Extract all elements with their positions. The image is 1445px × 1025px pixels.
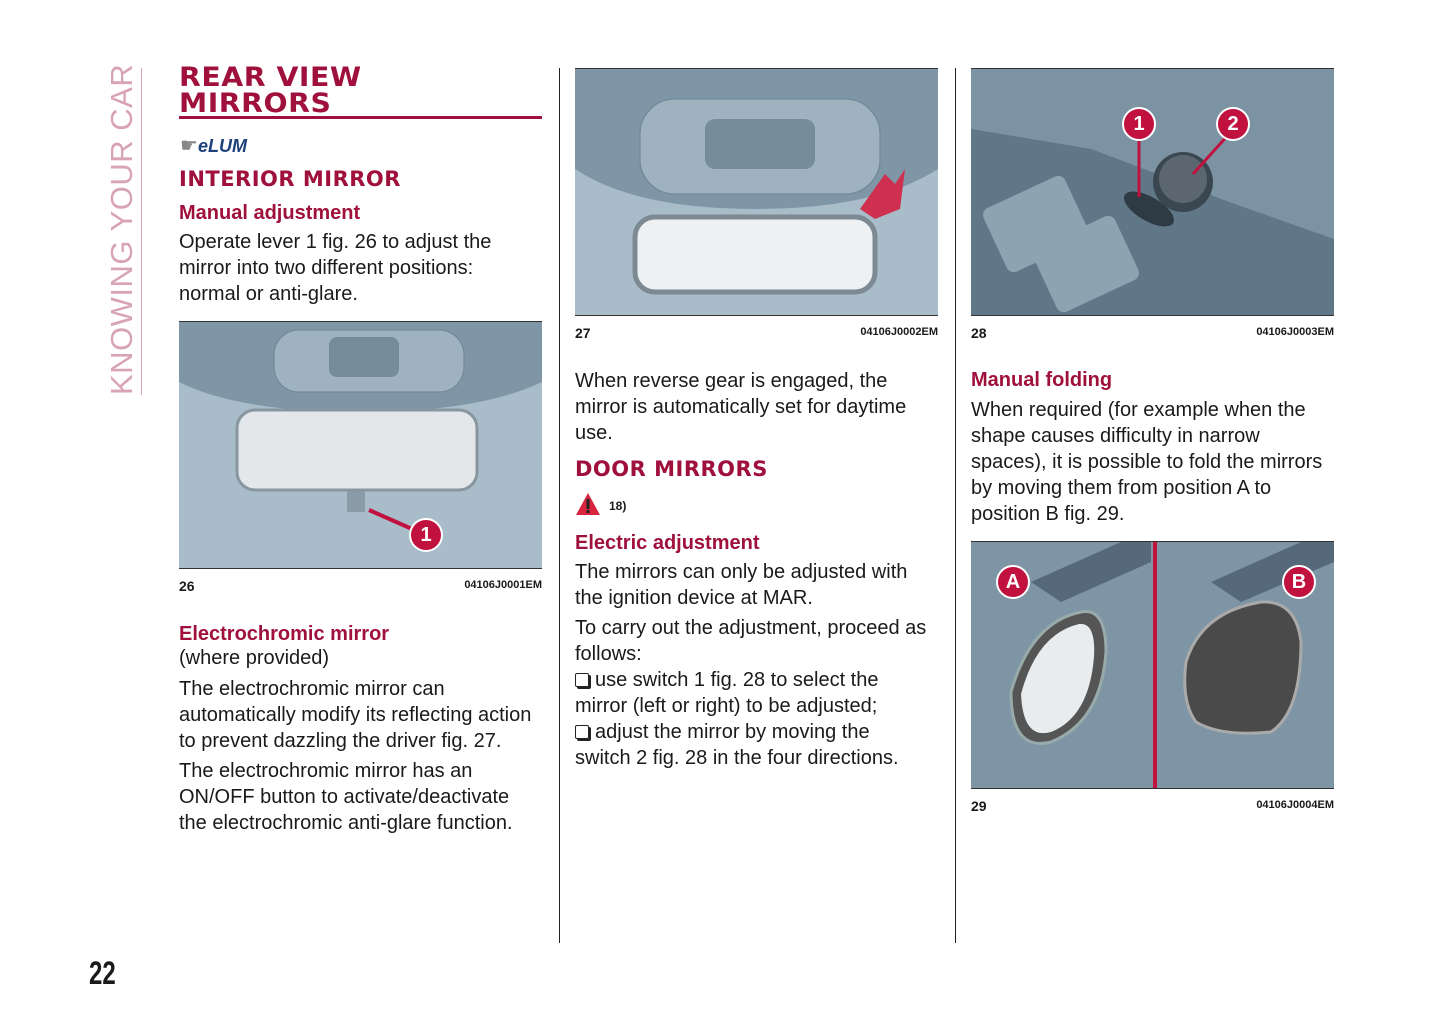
- title-rule: [179, 116, 542, 119]
- column-divider: [955, 68, 956, 943]
- bullet-icon: [575, 725, 589, 739]
- page-number: 22: [89, 955, 116, 991]
- figure-number: 27: [575, 325, 591, 341]
- manual-adjustment-heading: Manual adjustment: [179, 202, 361, 224]
- manual-folding-text: When required (for example when the shap…: [971, 399, 1323, 525]
- callout-a: A: [996, 565, 1030, 599]
- bullet-item: use switch 1 fig. 28 to select the mirro…: [575, 667, 915, 719]
- section-heading-door: DOOR MIRRORS: [575, 457, 768, 481]
- section-heading-interior: INTERIOR MIRROR: [179, 167, 401, 191]
- elum-icon: ☛eLUM: [180, 135, 247, 157]
- electrochromic-heading: Electrochromic mirror: [179, 623, 390, 645]
- electric-adjustment-text-2: To carry out the adjustment, proceed as …: [575, 617, 927, 665]
- bullet-text: use switch 1 fig. 28 to select the mirro…: [575, 669, 879, 717]
- manual-folding-heading: Manual folding: [971, 369, 1113, 391]
- electrochromic-text-2: The electrochromic mirror has an ON/OFF …: [179, 760, 513, 834]
- callout-b: B: [1282, 565, 1316, 599]
- figure-code: 04106J0003EM: [1256, 326, 1334, 338]
- figure-27-image: [575, 68, 938, 316]
- manual-adjustment-text: Operate lever 1 fig. 26 to adjust the mi…: [179, 231, 492, 305]
- electrochromic-text-1: The electrochromic mirror can automatica…: [179, 678, 532, 752]
- figure-26-image: 1: [179, 321, 542, 569]
- bullet-icon: [575, 673, 589, 687]
- warning-reference: 18): [609, 499, 627, 513]
- callout-1: 1: [1122, 107, 1156, 141]
- reverse-gear-text: When reverse gear is engaged, the mirror…: [575, 370, 907, 444]
- page-title: REAR VIEW MIRRORS: [179, 62, 362, 119]
- figure-code: 04106J0004EM: [1256, 799, 1334, 811]
- electric-adjustment-text-1: The mirrors can only be adjusted with th…: [575, 561, 908, 609]
- electric-adjustment-heading: Electric adjustment: [575, 532, 760, 554]
- warning-icon: [575, 492, 601, 521]
- electrochromic-note: (where provided): [179, 647, 330, 669]
- figure-28-image: 1 2: [971, 68, 1334, 316]
- elum-label: eLUM: [197, 136, 247, 156]
- figure-code: 04106J0002EM: [860, 326, 938, 338]
- figure-29-image: A B: [971, 541, 1334, 789]
- section-side-title: KNOWING YOUR CAR: [104, 63, 139, 395]
- side-divider: [141, 68, 142, 395]
- callout-1: 1: [409, 518, 443, 552]
- figure-number: 28: [971, 325, 987, 341]
- bullet-item: adjust the mirror by moving the switch 2…: [575, 719, 920, 771]
- figure-number: 29: [971, 798, 987, 814]
- figure-code: 04106J0001EM: [464, 579, 542, 591]
- bullet-text: adjust the mirror by moving the switch 2…: [575, 721, 899, 769]
- callout-2: 2: [1216, 107, 1250, 141]
- column-divider: [559, 68, 560, 943]
- figure-number: 26: [179, 578, 195, 594]
